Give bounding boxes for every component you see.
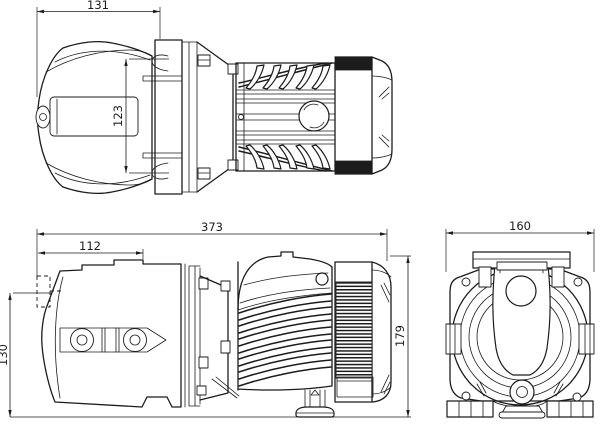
dim-131: 131	[36, 0, 161, 97]
flange-bolt	[198, 356, 209, 369]
dim-130-label: 130	[0, 344, 10, 366]
dim-123-label: 123	[111, 105, 125, 127]
fan-cover-hatch	[334, 160, 373, 175]
motor-cooling-fins-side	[238, 293, 332, 387]
flange-bolt	[196, 385, 207, 396]
dim-112: 112	[38, 239, 144, 259]
priming-port-boss	[35, 105, 51, 129]
side-tab	[445, 323, 462, 355]
adapter-tab	[220, 340, 231, 354]
flange-bolt	[198, 277, 209, 290]
fan-cover-side	[334, 261, 392, 403]
dim-123: 123	[111, 58, 169, 174]
bolt-hole	[572, 392, 582, 402]
dim-160: 160	[445, 219, 595, 272]
terminal-box-cap	[298, 100, 330, 132]
port-boss	[70, 328, 94, 352]
dim-131-label: 131	[87, 0, 109, 12]
top-view: 131 123	[35, 0, 393, 195]
motor-top	[235, 62, 336, 172]
motor-side	[237, 251, 333, 391]
dim-373-label: 373	[201, 220, 223, 234]
fan-cover-grille	[335, 281, 373, 379]
flange-nut	[197, 54, 211, 67]
bolt-hole	[461, 277, 471, 287]
dim-179-label: 179	[393, 325, 407, 347]
mounting-bracket-top	[142, 39, 239, 195]
motor-cooling-fins	[238, 62, 333, 172]
fan-cover-hatch	[334, 56, 373, 71]
fan-cover-top	[334, 56, 393, 175]
bolt-hole	[461, 391, 471, 401]
dim-130: 130	[0, 292, 52, 417]
flange-nut	[197, 167, 211, 180]
pump-body-side	[36, 259, 182, 408]
adapter-tab	[220, 280, 231, 292]
discharge-tube	[492, 264, 551, 376]
discharge-port	[505, 275, 537, 307]
hidden-port-outline	[36, 275, 51, 308]
side-tab	[578, 323, 595, 355]
dim-179: 179	[390, 255, 411, 417]
bolt-hole	[573, 277, 583, 287]
pump-casing-top	[35, 41, 153, 194]
end-view: 160	[445, 219, 595, 419]
dim-160-label: 160	[509, 219, 531, 233]
handle-recess	[49, 96, 139, 137]
mounting-feet	[446, 400, 594, 419]
top-cap	[472, 251, 571, 288]
tie-rod-cap	[227, 63, 239, 75]
flange-adapter-side	[184, 263, 240, 408]
motor-foot	[295, 389, 335, 418]
dim-373: 373	[36, 220, 388, 277]
port-boss	[123, 328, 147, 352]
cable-gland	[315, 272, 329, 286]
side-view: 373 112 130 179	[0, 220, 411, 418]
drain-plug	[509, 379, 535, 405]
dim-112-label: 112	[79, 239, 101, 253]
tie-rod-cap	[227, 159, 239, 171]
